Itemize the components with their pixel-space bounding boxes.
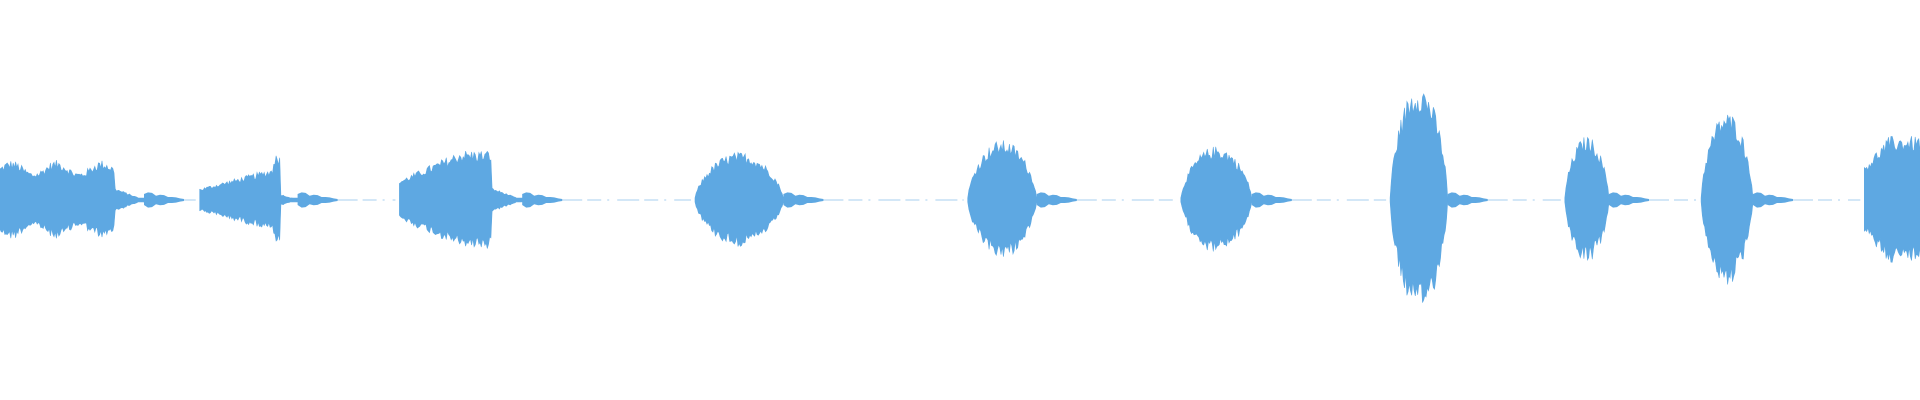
waveform-tail	[297, 192, 338, 208]
waveform-tail	[1251, 192, 1292, 208]
waveform-segment-8	[1564, 136, 1610, 262]
waveform-segment-7	[1389, 93, 1448, 303]
waveform-segment-6	[1180, 146, 1253, 252]
waveform-segment-10	[1864, 136, 1920, 263]
waveform-tail	[1036, 192, 1077, 208]
waveform-segment-1	[0, 159, 145, 239]
waveform-tail	[144, 192, 184, 208]
waveform-segment-4	[694, 151, 784, 247]
waveform-segment-5	[967, 140, 1038, 257]
waveform-segment-2	[199, 155, 298, 242]
waveform-tail	[522, 192, 563, 208]
waveform-tail	[1447, 192, 1488, 208]
waveform-tail	[1609, 192, 1649, 208]
waveform-segment-9	[1700, 114, 1754, 285]
waveform-tail	[783, 192, 824, 208]
waveform-segments-group	[0, 93, 1920, 303]
waveform-tail	[1753, 192, 1793, 208]
waveform-segment-3	[399, 150, 523, 249]
